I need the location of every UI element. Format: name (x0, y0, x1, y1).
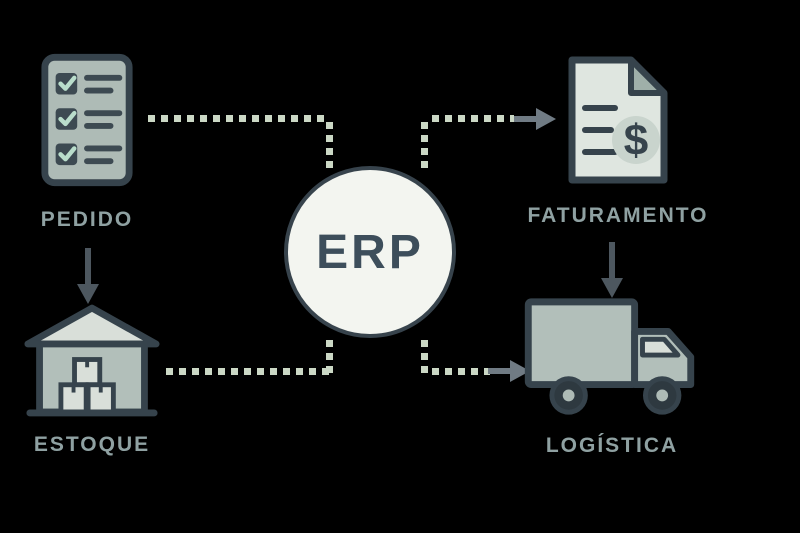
svg-text:$: $ (624, 116, 648, 165)
checklist-icon (41, 53, 133, 187)
label-pedido: PEDIDO (40, 208, 134, 231)
invoice-dollar-icon: $ (568, 56, 668, 184)
label-estoque: ESTOQUE (33, 433, 151, 456)
dotted-line-erp-to-faturamento (432, 115, 514, 122)
label-faturamento: FATURAMENTO (527, 204, 709, 227)
arrow-right-icon (514, 108, 556, 130)
dotted-line-erp-to-logistica (432, 368, 490, 375)
dotted-line-pedido-to-erp-vertical (326, 122, 333, 168)
arrow-down-icon (601, 242, 623, 298)
dotted-line-erp-to-logistica-vertical (421, 340, 428, 374)
dotted-line-pedido-to-erp (148, 115, 328, 122)
dotted-line-erp-to-faturamento-vertical (421, 122, 428, 168)
warehouse-icon (24, 304, 160, 417)
arrow-right-icon (488, 360, 530, 382)
label-logistica: LOGÍSTICA (545, 434, 679, 457)
dotted-line-estoque-to-erp-vertical (326, 340, 333, 374)
arrow-down-icon (77, 248, 99, 304)
erp-label: ERP (316, 225, 424, 279)
erp-circle-node: ERP (284, 166, 456, 338)
truck-icon (524, 298, 695, 415)
dotted-line-estoque-to-erp (166, 368, 330, 375)
